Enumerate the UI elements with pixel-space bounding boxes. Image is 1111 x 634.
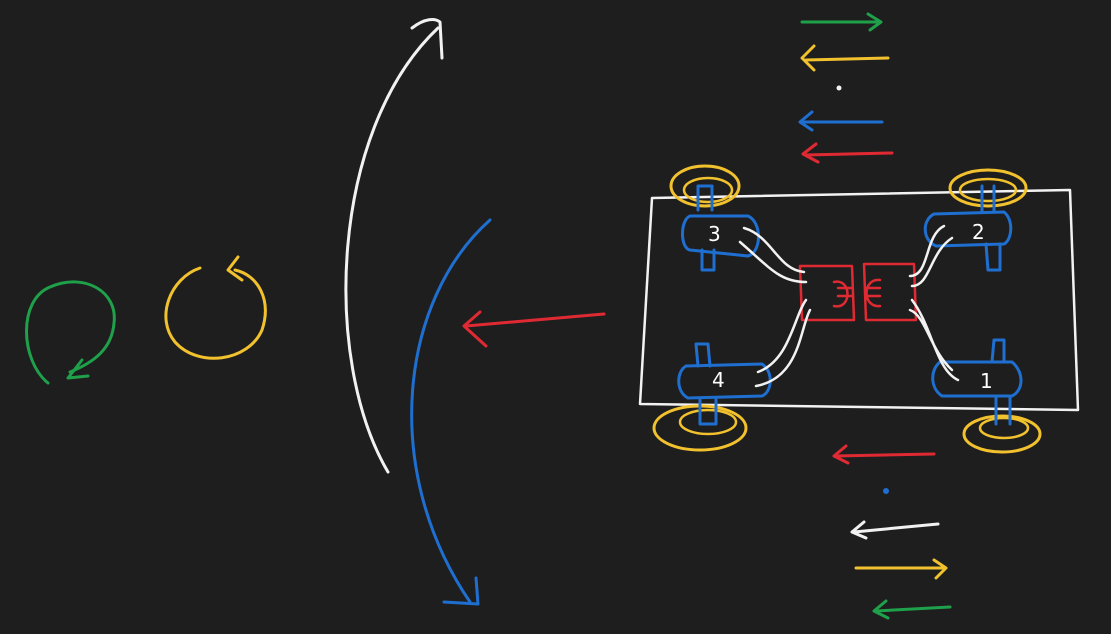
green-clockwise-rotation-icon xyxy=(25,280,116,385)
yellow-counterclockwise-rotation-icon xyxy=(164,255,267,360)
wheel-front-left xyxy=(669,164,741,212)
green-left-arrow-bottom xyxy=(872,599,952,620)
top-arrow-legend xyxy=(798,12,894,164)
yellow-left-arrow xyxy=(800,44,890,72)
wheel-front-right xyxy=(948,168,1028,214)
motor-label-3: 3 xyxy=(708,222,721,246)
green-right-arrow xyxy=(800,12,883,32)
motor-label-1: 1 xyxy=(980,369,993,393)
white-arc-arrow-up xyxy=(344,18,444,474)
red-move-left-arrow xyxy=(462,310,606,348)
motor-wiring xyxy=(738,224,960,388)
red-left-arrow-bottom xyxy=(832,444,936,465)
motor-3: 3 xyxy=(681,214,760,272)
red-left-arrow xyxy=(801,142,894,164)
white-dot xyxy=(836,85,842,91)
robot-chassis xyxy=(638,188,1080,412)
motor-1: 1 xyxy=(931,338,1023,398)
bottom-arrow-legend xyxy=(832,444,952,620)
blue-arc-arrow-down xyxy=(410,218,492,606)
motor-driver-left xyxy=(798,264,856,322)
white-left-arrow-bottom xyxy=(850,520,940,540)
motor-4: 4 xyxy=(677,342,772,400)
motor-label-2: 2 xyxy=(972,220,985,244)
yellow-right-arrow-bottom xyxy=(854,558,948,580)
motor-driver-right xyxy=(862,262,918,322)
motor-label-4: 4 xyxy=(712,368,725,392)
blue-left-arrow xyxy=(798,110,884,132)
motor-2: 2 xyxy=(923,210,1013,272)
blue-dot xyxy=(883,488,889,494)
wheel-rear-left xyxy=(652,396,748,452)
wheel-rear-right xyxy=(962,396,1042,454)
